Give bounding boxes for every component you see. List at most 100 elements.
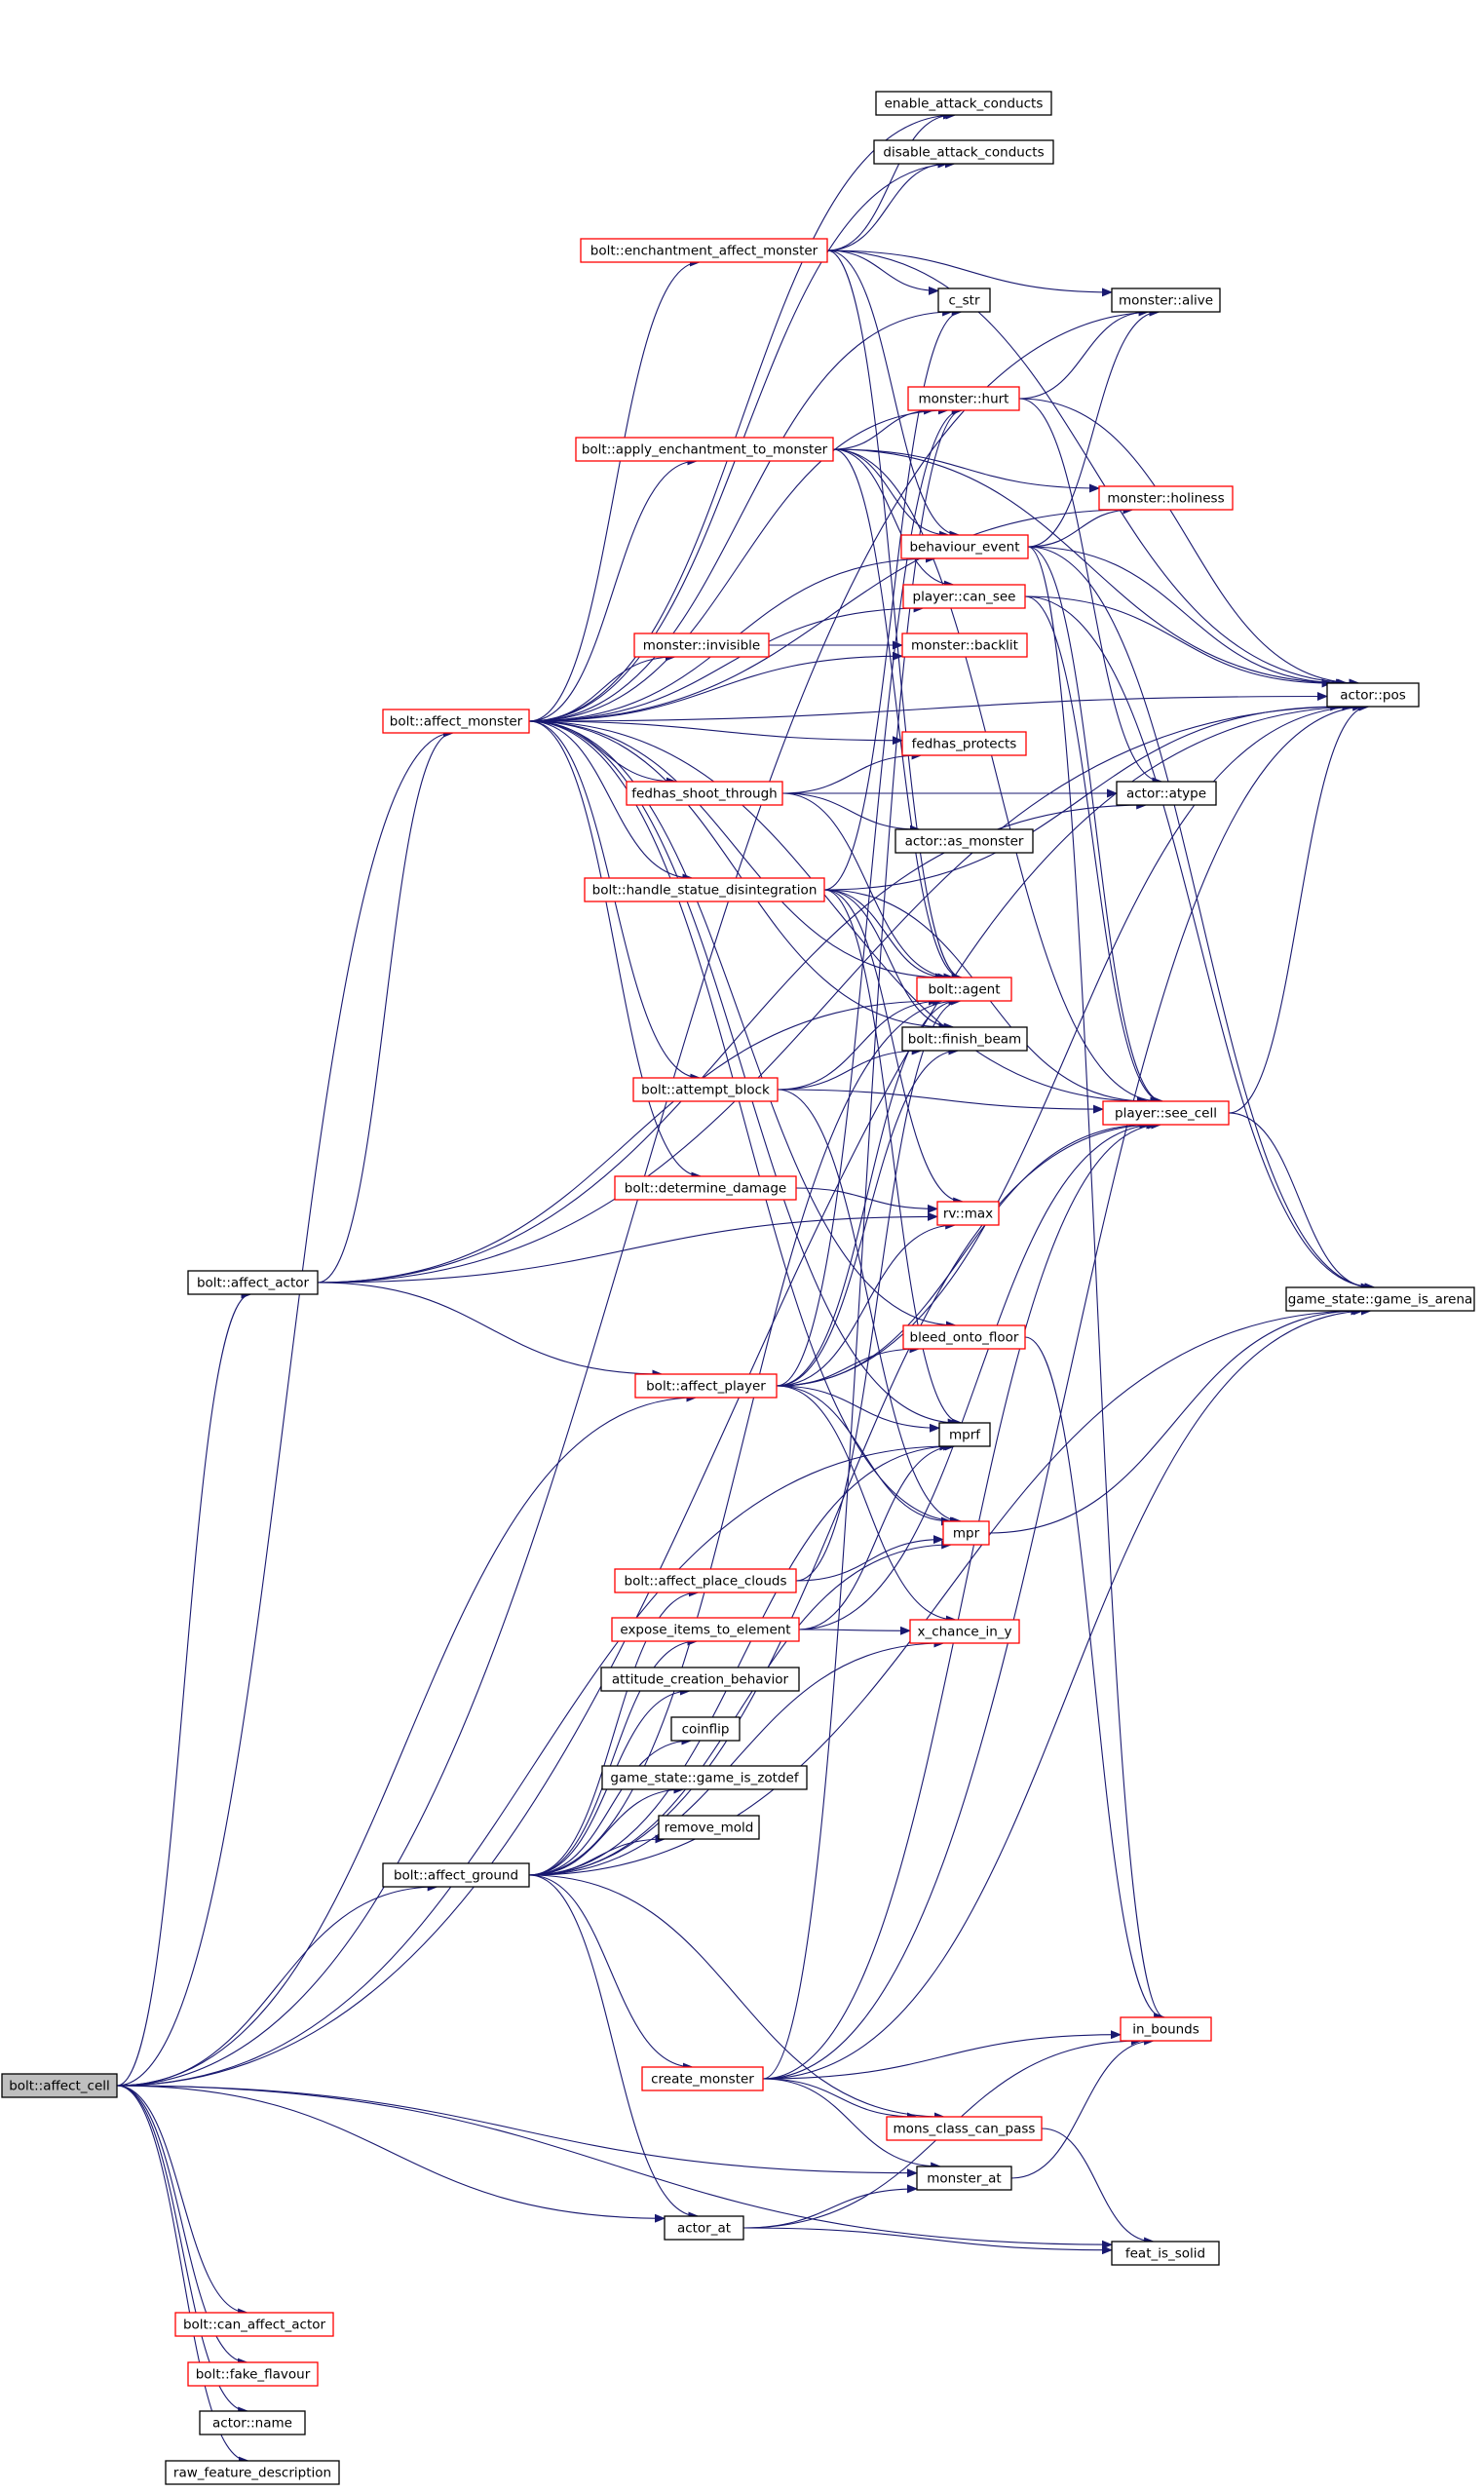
node-label: monster_at xyxy=(927,2171,1001,2187)
node-label: disable_attack_conducts xyxy=(883,145,1044,161)
node-bolt_can_affect_actor[interactable]: bolt::can_affect_actor xyxy=(174,2312,334,2337)
node-label: bolt::finish_beam xyxy=(908,1032,1021,1048)
node-label: x_chance_in_y xyxy=(917,1625,1011,1640)
edge-bolt_affect_ground-to-game_is_arena xyxy=(528,1306,1364,1876)
node-bolt_fake_flavour[interactable]: bolt::fake_flavour xyxy=(187,2361,319,2387)
node-box xyxy=(916,977,1012,1002)
edge-bolt_affect_monster-to-bolt_apply_enchantment xyxy=(528,456,699,722)
node-coinflip[interactable]: coinflip xyxy=(670,1716,741,1742)
node-monster_invisible[interactable]: monster::invisible xyxy=(633,633,770,658)
edge-create_monster-to-monster_hurt xyxy=(762,405,964,2080)
edge-bolt_affect_actor-to-bolt_affect_monster xyxy=(317,728,454,1284)
edge-bolt_affect_monster-to-bolt_finish_beam xyxy=(528,720,950,1032)
node-label: actor::pos xyxy=(1340,688,1406,704)
node-bolt_agent[interactable]: bolt::agent xyxy=(916,977,1012,1002)
node-actor_pos[interactable]: actor::pos xyxy=(1326,682,1420,708)
node-box xyxy=(900,534,1029,559)
node-feat_is_solid[interactable]: feat_is_solid xyxy=(1111,2241,1220,2266)
edge-expose_items-to-x_chance_in_y xyxy=(798,1626,911,1635)
node-actor_as_monster[interactable]: actor::as_monster xyxy=(894,828,1034,854)
node-actor_at[interactable]: actor_at xyxy=(664,2215,744,2241)
node-label: mprf xyxy=(949,1428,981,1443)
edge-bolt_affect_player-to-monster_hurt xyxy=(776,405,963,1387)
node-label: bolt::fake_flavour xyxy=(196,2367,311,2383)
edge-bolt_affect_cell-to-bolt_affect_monster xyxy=(116,728,454,2087)
node-behaviour_event[interactable]: behaviour_event xyxy=(900,534,1029,559)
node-box xyxy=(633,633,770,658)
node-bolt_affect_actor[interactable]: bolt::affect_actor xyxy=(187,1270,319,1295)
node-box xyxy=(199,2410,306,2435)
node-monster_alive[interactable]: monster::alive xyxy=(1111,288,1221,313)
edge-bolt_enchantment_affect_monster-to-behaviour_event xyxy=(826,249,961,540)
node-mpr[interactable]: mpr xyxy=(942,1520,990,1546)
node-bolt_handle_statue[interactable]: bolt::handle_statue_disintegration xyxy=(584,877,825,902)
node-c_str[interactable]: c_str xyxy=(937,288,991,313)
node-monster_holiness[interactable]: monster::holiness xyxy=(1098,485,1234,511)
node-bolt_affect_player[interactable]: bolt::affect_player xyxy=(634,1373,778,1399)
node-bolt_determine_damage[interactable]: bolt::determine_damage xyxy=(614,1175,797,1201)
node-rv_max[interactable]: rv::max xyxy=(936,1201,1000,1226)
node-bolt_affect_place_clouds[interactable]: bolt::affect_place_clouds xyxy=(614,1568,797,1593)
edge-bolt_affect_player-to-bolt_agent xyxy=(776,996,960,1387)
edge-bolt_handle_statue-to-actor_pos xyxy=(823,702,1342,891)
node-in_bounds[interactable]: in_bounds xyxy=(1120,2016,1212,2042)
node-player_can_see[interactable]: player::can_see xyxy=(902,584,1026,609)
node-attitude_creation_behavior[interactable]: attitude_creation_behavior xyxy=(600,1667,800,1692)
node-player_see_cell[interactable]: player::see_cell xyxy=(1102,1100,1230,1126)
edge-bolt_affect_cell-to-raw_feature_description xyxy=(116,2085,249,2466)
edge-bolt_affect_ground-to-mprf xyxy=(528,1441,955,1876)
node-box xyxy=(1116,781,1217,806)
node-bolt_attempt_block[interactable]: bolt::attempt_block xyxy=(632,1077,779,1102)
edge-bolt_attempt_block-to-bolt_agent xyxy=(777,996,944,1091)
node-bleed_onto_floor[interactable]: bleed_onto_floor xyxy=(902,1324,1026,1350)
edge-bolt_affect_monster-to-fedhas_protects xyxy=(528,720,903,746)
edge-bolt_handle_statue-to-c_str xyxy=(823,307,963,891)
node-enable_attack_conducts[interactable]: enable_attack_conducts xyxy=(875,91,1052,116)
node-monster_at[interactable]: monster_at xyxy=(916,2166,1012,2191)
node-x_chance_in_y[interactable]: x_chance_in_y xyxy=(909,1619,1020,1644)
edge-bolt_affect_player-to-mprf xyxy=(776,1385,940,1433)
node-mprf[interactable]: mprf xyxy=(938,1422,991,1447)
node-fedhas_shoot_through[interactable]: fedhas_shoot_through xyxy=(626,781,783,806)
edge-actor_at-to-feat_is_solid xyxy=(742,2227,1113,2255)
node-label: bolt::affect_player xyxy=(646,1379,766,1395)
node-expose_items[interactable]: expose_items_to_element xyxy=(611,1617,800,1642)
node-box xyxy=(902,1324,1026,1350)
node-monster_backlit[interactable]: monster::backlit xyxy=(901,633,1028,658)
node-label: rv::max xyxy=(943,1207,993,1222)
edge-bolt_affect_cell-to-bolt_fake_flavour xyxy=(116,2085,248,2367)
node-monster_hurt[interactable]: monster::hurt xyxy=(907,386,1020,411)
node-game_is_arena[interactable]: game_state::game_is_arena xyxy=(1285,1286,1475,1312)
edge-bolt_apply_enchantment-to-bolt_agent xyxy=(832,448,963,982)
node-bolt_affect_cell[interactable]: bolt::affect_cell xyxy=(1,2073,118,2098)
node-label: mpr xyxy=(953,1526,980,1542)
node-remove_mold[interactable]: remove_mold xyxy=(658,1815,760,1840)
edge-expose_items-to-mprf xyxy=(798,1441,956,1630)
node-disable_attack_conducts[interactable]: disable_attack_conducts xyxy=(873,139,1054,165)
node-mons_class_can_pass[interactable]: mons_class_can_pass xyxy=(886,2116,1043,2141)
edge-create_monster-to-in_bounds xyxy=(762,2030,1122,2080)
node-bolt_finish_beam[interactable]: bolt::finish_beam xyxy=(901,1026,1028,1052)
node-box xyxy=(382,709,530,734)
node-actor_name[interactable]: actor::name xyxy=(199,2410,306,2435)
node-game_is_zotdef[interactable]: game_state::game_is_zotdef xyxy=(601,1765,808,1790)
edge-bolt_apply_enchantment-to-actor_pos xyxy=(832,448,1349,688)
edge-behaviour_event-to-actor_pos xyxy=(1027,546,1348,688)
node-box xyxy=(1098,485,1234,511)
node-bolt_affect_monster[interactable]: bolt::affect_monster xyxy=(382,709,530,734)
node-bolt_apply_enchantment[interactable]: bolt::apply_enchantment_to_monster xyxy=(575,437,834,462)
node-bolt_affect_ground[interactable]: bolt::affect_ground xyxy=(382,1862,530,1888)
edge-bolt_affect_cell-to-bolt_affect_actor xyxy=(116,1289,252,2087)
node-bolt_enchantment_affect_monster[interactable]: bolt::enchantment_affect_monster xyxy=(580,238,828,263)
node-label: bolt::determine_damage xyxy=(625,1181,786,1197)
node-actor_atype[interactable]: actor::atype xyxy=(1116,781,1217,806)
node-fedhas_protects[interactable]: fedhas_protects xyxy=(901,731,1027,756)
edge-bolt_affect_cell-to-feat_is_solid xyxy=(116,2085,1113,2249)
edge-bolt_enchantment_affect_monster-to-enable_attack_conducts xyxy=(826,110,954,251)
edge-create_monster-to-game_is_arena xyxy=(762,1306,1372,2080)
node-raw_feature_description[interactable]: raw_feature_description xyxy=(165,2460,340,2485)
node-create_monster[interactable]: create_monster xyxy=(641,2066,764,2091)
node-box xyxy=(909,1619,1020,1644)
edge-bolt_apply_enchantment-to-player_can_see xyxy=(832,448,955,590)
node-box xyxy=(942,1520,990,1546)
